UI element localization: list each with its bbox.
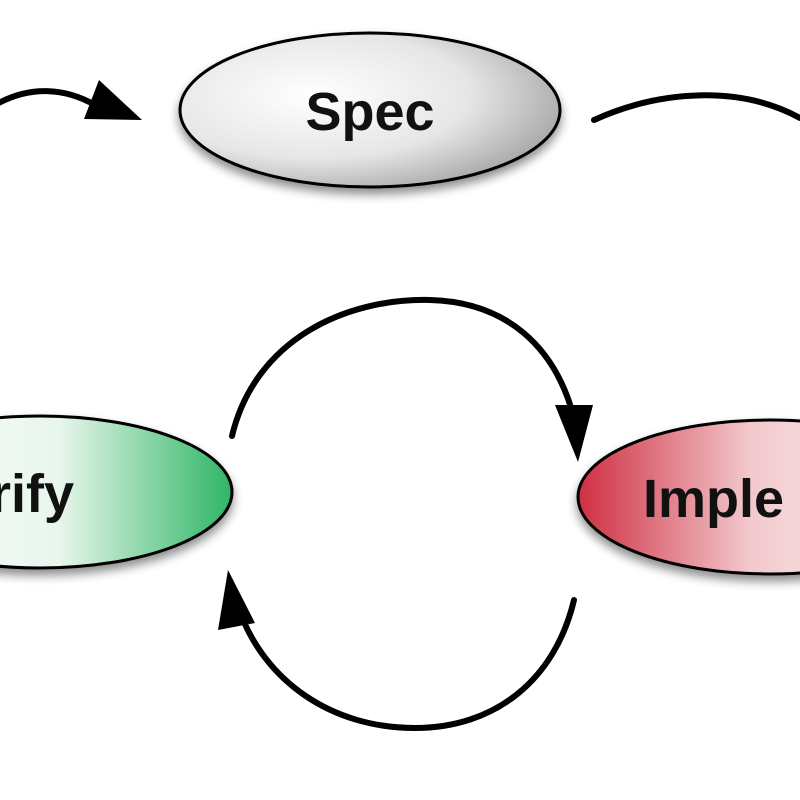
arrowhead-verify-to-implement bbox=[555, 405, 593, 462]
arrows bbox=[0, 88, 800, 732]
verify-node bbox=[0, 414, 234, 570]
implement-node-label: Imple bbox=[643, 469, 784, 529]
arrowhead-implement-to-verify bbox=[218, 570, 255, 630]
implement-node bbox=[576, 418, 800, 576]
spec-node-label: Spec bbox=[305, 82, 434, 142]
spec-node bbox=[178, 31, 562, 189]
arrow-into-spec bbox=[0, 88, 98, 108]
verify-node-label: rify bbox=[0, 464, 74, 524]
arrow-implement-to-verify bbox=[237, 597, 577, 732]
arrow-from-spec bbox=[591, 92, 800, 123]
arrowhead-into-spec bbox=[84, 80, 142, 120]
arrow-verify-to-implement bbox=[229, 296, 577, 439]
arrowheads bbox=[84, 80, 593, 630]
